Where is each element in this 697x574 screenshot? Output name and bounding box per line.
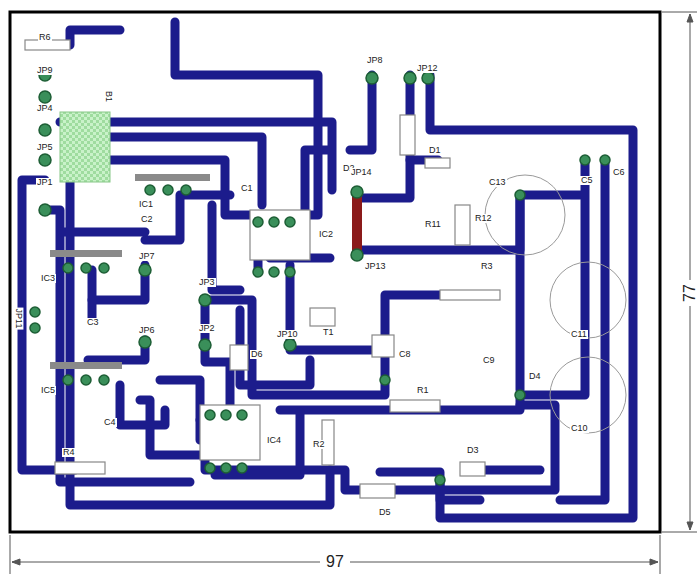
part-label: R11 — [424, 220, 442, 229]
part-label: C11 — [570, 330, 588, 339]
part-label: JP4 — [36, 104, 54, 113]
part-label: C6 — [612, 168, 626, 177]
part-label: JP8 — [366, 56, 384, 65]
part-outlines — [25, 40, 500, 498]
part-label: D5 — [378, 508, 392, 517]
part-label: JP5 — [36, 143, 54, 152]
part-label: JP7 — [138, 252, 156, 261]
part-label: C5 — [580, 176, 594, 185]
part-label: JP10 — [276, 330, 299, 339]
capacitor-circles — [485, 175, 626, 433]
part-label: D1 — [428, 146, 442, 155]
dimension-text: 97 — [325, 554, 345, 570]
part-label: C9 — [482, 356, 496, 365]
part-label: C13 — [488, 178, 507, 187]
ic-bars — [50, 174, 210, 369]
wire-jumper — [352, 192, 362, 254]
part-label: R3 — [480, 262, 494, 271]
part-label: IC5 — [40, 386, 56, 395]
copper-traces — [22, 22, 633, 518]
part-label: R2 — [312, 440, 326, 449]
part-label: R6 — [38, 33, 52, 42]
part-label: JP1 — [36, 178, 54, 187]
part-label: IC2 — [318, 230, 334, 239]
part-label: IC3 — [40, 274, 56, 283]
part-label: D6 — [250, 350, 264, 359]
part-label: C8 — [398, 350, 412, 359]
solder-pads — [30, 69, 610, 485]
part-label: R12 — [474, 214, 493, 223]
part-label: JP2 — [198, 324, 216, 333]
part-label: JP14 — [350, 168, 373, 177]
board-outline — [10, 12, 660, 532]
part-label: C10 — [570, 424, 589, 433]
part-label: R1 — [416, 386, 430, 395]
part-label: B1 — [104, 90, 113, 103]
part-label: JP13 — [364, 262, 387, 271]
part-label: T1 — [322, 328, 335, 337]
part-label: D4 — [528, 372, 542, 381]
part-label: D3 — [466, 446, 480, 455]
dimension-text: 77 — [682, 283, 697, 303]
connector-block — [60, 112, 110, 182]
part-label: JP9 — [36, 66, 54, 75]
part-label: JP6 — [138, 326, 156, 335]
part-label: JP11 — [14, 308, 23, 330]
part-label: IC1 — [138, 200, 154, 209]
part-label: C2 — [140, 215, 154, 224]
part-label: JP3 — [198, 278, 216, 287]
part-label: IC4 — [266, 436, 282, 445]
part-label: C1 — [240, 184, 254, 193]
part-label: R4 — [62, 448, 76, 457]
part-label: JP12 — [416, 64, 439, 73]
part-label: C4 — [103, 418, 117, 427]
part-label: C3 — [86, 318, 100, 327]
dimension-lines — [10, 12, 697, 574]
